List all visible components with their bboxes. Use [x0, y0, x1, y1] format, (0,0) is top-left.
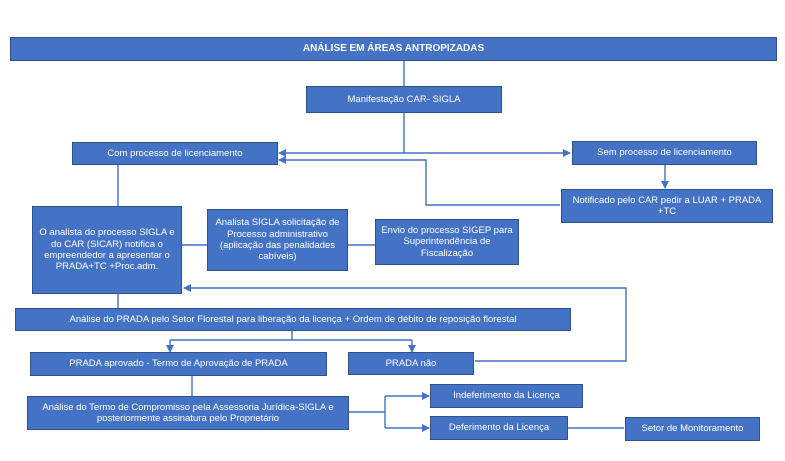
- node-deferimento: Deferimento da Licença: [430, 416, 568, 440]
- node-indeferimento: Indeferimento da Licença: [430, 384, 583, 408]
- node-sem-processo: Sem processo de licenciamento: [572, 141, 757, 165]
- node-manifestacao: Manifestação CAR- SIGLA: [306, 86, 502, 113]
- diagram-title: ANÁLISE EM ÁREAS ANTROPIZADAS: [10, 37, 777, 61]
- node-prada-aprovado: PRADA aprovado - Termo de Aprovação de P…: [30, 352, 327, 376]
- node-analise-termo: Análise do Termo de Compromisso pela Ass…: [27, 396, 349, 430]
- node-notificado: Notificado pelo CAR pedir a LUAR + PRADA…: [561, 189, 773, 223]
- connector-nao-loop: [183, 284, 627, 362]
- node-envio-sigep: Envio do processo SIGEP para Superintend…: [375, 219, 519, 265]
- node-com-processo: Com processo de licenciamento: [72, 142, 278, 165]
- diagram-title-text: ANÁLISE EM ÁREAS ANTROPIZADAS: [302, 43, 485, 54]
- node-analise-prada: Análise do PRADA pelo Setor Florestal pa…: [15, 308, 571, 331]
- node-analista-processo: O analista do processo SIGLA e do CAR (S…: [32, 206, 182, 294]
- node-monitoramento: Setor de Monitoramento: [625, 417, 760, 441]
- node-analista-sigla: Analista SIGLA solicitação de Processo a…: [207, 209, 348, 271]
- node-prada-nao: PRADA não: [348, 352, 474, 375]
- connector-notificado-com: [278, 156, 560, 206]
